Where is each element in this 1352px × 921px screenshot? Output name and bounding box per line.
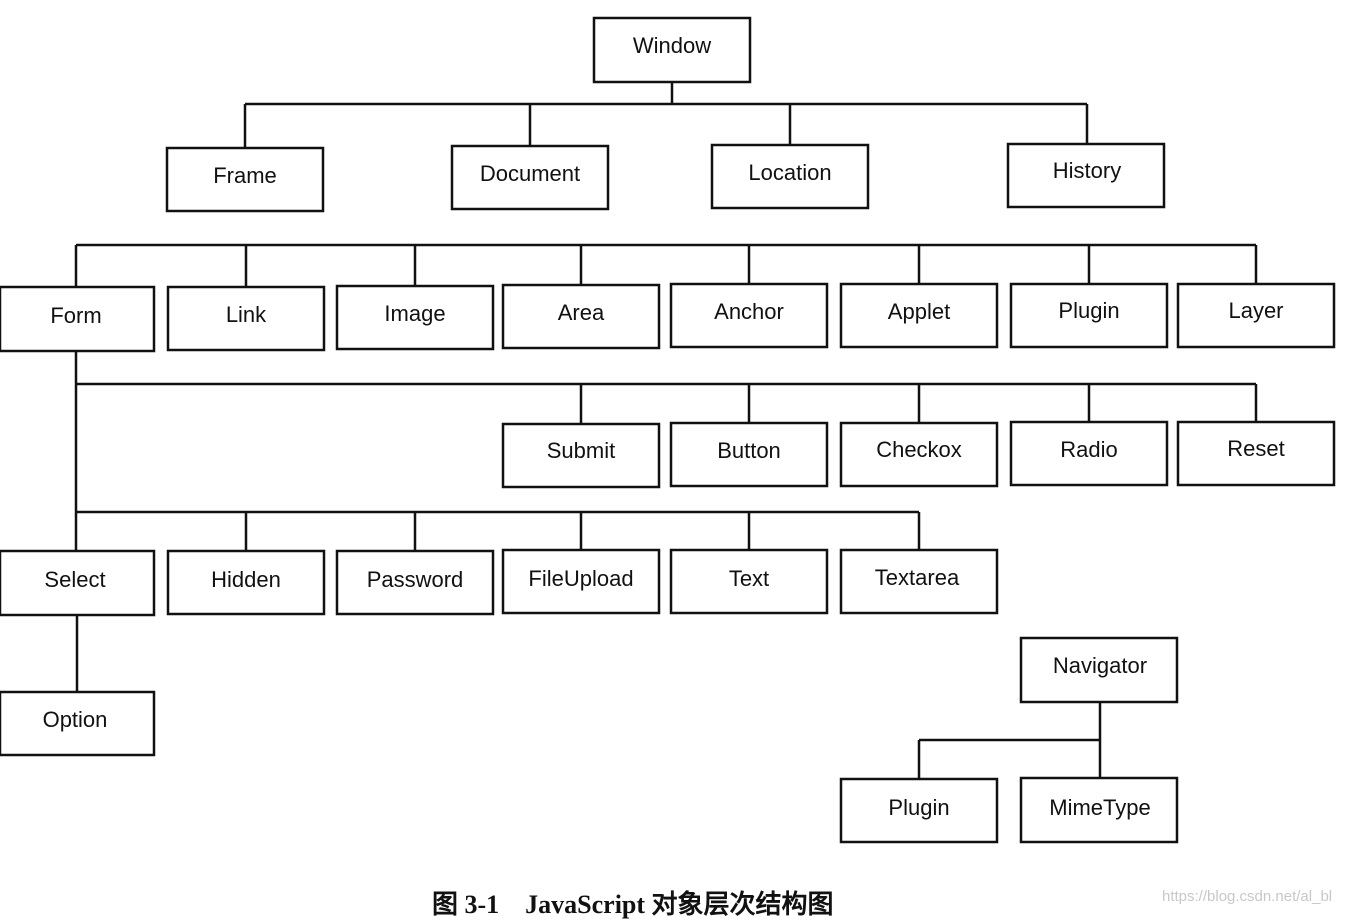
connector-document <box>74 243 1258 287</box>
node-form: Form <box>0 285 156 353</box>
node-frame: Frame <box>165 146 325 213</box>
node-image: Image <box>335 284 495 351</box>
node-area-label: Area <box>558 300 605 325</box>
node-link-label: Link <box>226 302 267 327</box>
node-navigator-label: Navigator <box>1053 653 1147 678</box>
node-radio: Radio <box>1009 420 1169 487</box>
node-select-label: Select <box>44 567 105 592</box>
node-location: Location <box>710 143 870 210</box>
node-plugin: Plugin <box>1009 282 1169 349</box>
node-window: Window <box>592 16 752 84</box>
node-form-label: Form <box>50 303 101 328</box>
node-applet: Applet <box>839 282 999 349</box>
node-mimetype: MimeType <box>1019 776 1179 844</box>
node-textarea-label: Textarea <box>875 565 960 590</box>
node-document-label: Document <box>480 161 580 186</box>
watermark: https://blog.csdn.net/al_bl <box>1162 888 1333 905</box>
node-password: Password <box>335 549 495 616</box>
node-option-label: Option <box>43 707 108 732</box>
connector-navigator <box>917 702 1102 779</box>
node-option: Option <box>0 690 156 757</box>
node-reset-label: Reset <box>1227 436 1284 461</box>
node-submit-label: Submit <box>547 438 615 463</box>
node-area: Area <box>501 283 661 350</box>
node-password-label: Password <box>367 567 464 592</box>
node-radio-label: Radio <box>1060 437 1117 462</box>
node-navigator-plugin-label: Plugin <box>888 795 949 820</box>
connector-form-buttons <box>76 382 1258 424</box>
figure-caption: 图 3-1 JavaScript 对象层次结构图 <box>432 890 834 919</box>
node-history: History <box>1006 142 1166 209</box>
node-select: Select <box>0 549 156 617</box>
node-text-label: Text <box>729 566 769 591</box>
node-text: Text <box>669 548 829 615</box>
node-checkox: Checkox <box>839 421 999 488</box>
node-frame-label: Frame <box>213 163 277 188</box>
node-layer: Layer <box>1176 282 1336 349</box>
node-navigator: Navigator <box>1019 636 1179 704</box>
node-window-label: Window <box>633 33 711 58</box>
node-checkox-label: Checkox <box>876 437 962 462</box>
node-image-label: Image <box>384 301 445 326</box>
node-anchor: Anchor <box>669 282 829 349</box>
node-submit: Submit <box>501 422 661 489</box>
node-applet-label: Applet <box>888 299 950 324</box>
node-reset: Reset <box>1176 420 1336 487</box>
connector-window <box>243 82 1089 148</box>
connectors <box>74 82 1258 779</box>
connector-form-fields <box>74 510 921 551</box>
node-button-label: Button <box>717 438 781 463</box>
node-location-label: Location <box>748 160 831 185</box>
node-hidden: Hidden <box>166 549 326 616</box>
node-layer-label: Layer <box>1228 298 1283 323</box>
node-history-label: History <box>1053 158 1121 183</box>
node-document: Document <box>450 144 610 211</box>
node-hidden-label: Hidden <box>211 567 281 592</box>
node-link: Link <box>166 285 326 352</box>
node-anchor-label: Anchor <box>714 299 784 324</box>
node-plugin-label: Plugin <box>1058 298 1119 323</box>
node-fileupload: FileUpload <box>501 548 661 615</box>
node-textarea: Textarea <box>839 548 999 615</box>
node-button: Button <box>669 421 829 488</box>
node-mimetype-label: MimeType <box>1049 795 1150 820</box>
node-navigator-plugin: Plugin <box>839 777 999 844</box>
node-fileupload-label: FileUpload <box>528 566 633 591</box>
